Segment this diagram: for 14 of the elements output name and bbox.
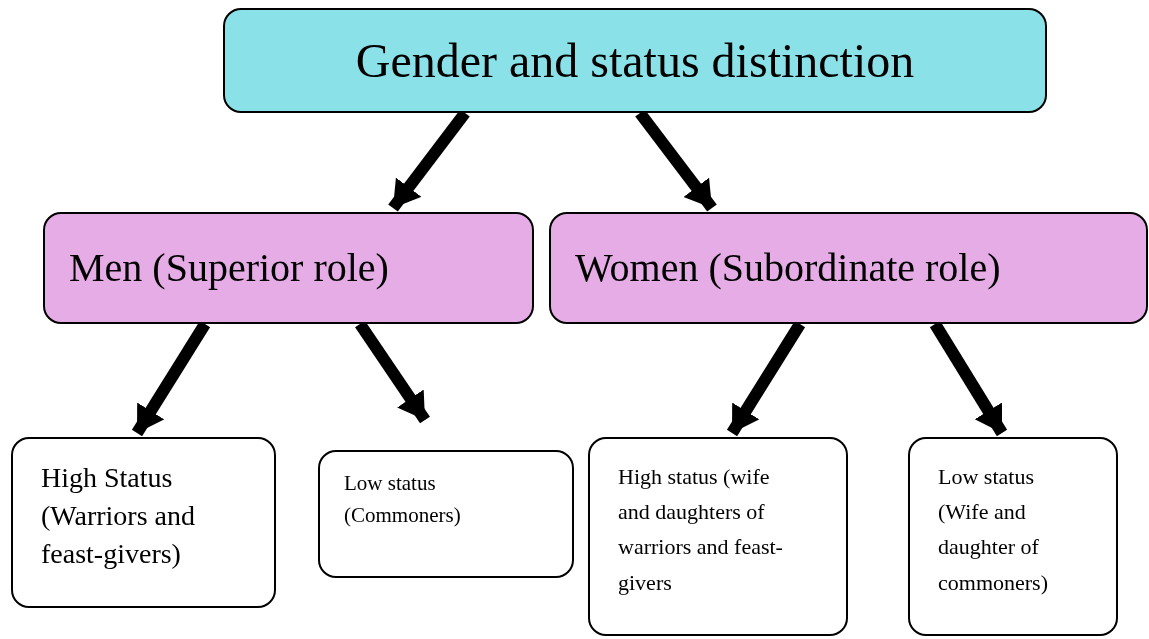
node-label: Gender and status distinction bbox=[355, 32, 915, 89]
node-label: Low status (Wife and daughter of commoners) bbox=[938, 464, 1048, 595]
category-box bbox=[43, 212, 534, 324]
status-box bbox=[11, 437, 276, 608]
category-box bbox=[549, 212, 1148, 324]
status-box bbox=[318, 450, 574, 578]
node-label: Women (Subordinate role) bbox=[575, 244, 1001, 292]
status-box bbox=[588, 437, 848, 636]
node-label: High status (wife and daughters of warriors and feast-givers bbox=[618, 464, 783, 595]
node-label: Men (Superior role) bbox=[69, 244, 389, 292]
node-label: Low status (Commoners) bbox=[344, 471, 461, 527]
node-label: High Status (Warriors and feast-givers) bbox=[41, 462, 195, 569]
status-box bbox=[908, 437, 1118, 636]
title-box bbox=[223, 8, 1047, 113]
